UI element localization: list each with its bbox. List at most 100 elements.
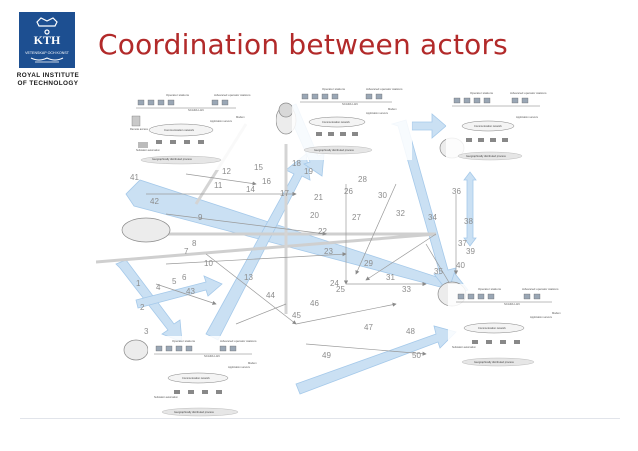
svg-text:Advanced operator stations: Advanced operator stations bbox=[366, 87, 403, 91]
svg-text:Operator stations: Operator stations bbox=[478, 287, 502, 291]
node-number: 19 bbox=[304, 167, 313, 176]
node-number: 3 bbox=[144, 327, 149, 336]
logo-text-motto: VETENSKAP OCH KONST bbox=[25, 51, 70, 55]
node-number: 28 bbox=[358, 175, 367, 184]
actor-panel-top-right: Operator stations Advanced operator stat… bbox=[446, 88, 556, 164]
node-number: 42 bbox=[150, 197, 159, 206]
node-number: 21 bbox=[314, 193, 323, 202]
actor-panel-top-left: Operator stations Advanced operator stat… bbox=[126, 90, 276, 170]
node-number: 49 bbox=[322, 351, 331, 360]
arrow-bottom-diag bbox=[295, 325, 457, 395]
node-number: 31 bbox=[386, 273, 395, 282]
svg-text:Remote access: Remote access bbox=[130, 127, 149, 131]
node-number: 25 bbox=[336, 285, 345, 294]
svg-text:SCADA LAN: SCADA LAN bbox=[204, 354, 220, 358]
actor-coordination-diagram: Operator stations Advanced operator stat… bbox=[96, 84, 568, 422]
actor-panel-bottom-right: Operator stations Advanced operator stat… bbox=[448, 284, 568, 370]
node-number: 23 bbox=[324, 247, 333, 256]
arrow-top-right bbox=[411, 113, 447, 139]
node-number: 24 bbox=[330, 279, 339, 288]
svg-text:Advanced operator stations: Advanced operator stations bbox=[522, 287, 559, 291]
node-number: 32 bbox=[396, 209, 405, 218]
svg-text:Application servers: Application servers bbox=[366, 111, 389, 115]
node-number: 46 bbox=[310, 299, 319, 308]
institution-name: ROYAL INSTITUTE OF TECHNOLOGY bbox=[6, 72, 90, 88]
node-number: 45 bbox=[292, 311, 301, 320]
svg-text:Operator stations: Operator stations bbox=[172, 339, 196, 343]
svg-text:Application servers: Application servers bbox=[228, 365, 251, 369]
node-number: 20 bbox=[310, 211, 319, 220]
node-number: 10 bbox=[204, 259, 213, 268]
svg-text:Geographically distributed pro: Geographically distributed process bbox=[174, 410, 214, 414]
svg-text:Operator stations: Operator stations bbox=[322, 87, 346, 91]
svg-text:Operator stations: Operator stations bbox=[166, 93, 190, 97]
node-number: 7 bbox=[184, 247, 189, 256]
node-number: 47 bbox=[364, 323, 373, 332]
institution-line2: OF TECHNOLOGY bbox=[17, 80, 79, 87]
node-number: 34 bbox=[428, 213, 437, 222]
svg-text:Application servers: Application servers bbox=[516, 115, 539, 119]
institution-line1: ROYAL INSTITUTE bbox=[16, 72, 80, 79]
svg-text:Operator stations: Operator stations bbox=[470, 91, 494, 95]
node-number: 18 bbox=[292, 159, 301, 168]
node-number: 33 bbox=[402, 285, 411, 294]
footer-divider bbox=[20, 418, 620, 419]
node-number: 37 bbox=[458, 239, 467, 248]
actor-panel-top-center: Operator stations Advanced operator stat… bbox=[292, 84, 412, 160]
svg-text:Advanced operator stations: Advanced operator stations bbox=[214, 93, 251, 97]
svg-text:Communication network: Communication network bbox=[164, 128, 195, 132]
node-number: 14 bbox=[246, 185, 255, 194]
node-number: 8 bbox=[192, 239, 197, 248]
node-number: 38 bbox=[464, 217, 473, 226]
node-number: 27 bbox=[352, 213, 361, 222]
node-number: 4 bbox=[156, 283, 161, 292]
svg-text:Geographically distributed pro: Geographically distributed process bbox=[474, 360, 514, 364]
svg-text:Modem: Modem bbox=[552, 311, 561, 315]
node-number: 39 bbox=[466, 247, 475, 256]
node-number: 29 bbox=[364, 259, 373, 268]
svg-text:Substation automation: Substation automation bbox=[136, 149, 160, 152]
svg-text:Advanced operator stations: Advanced operator stations bbox=[510, 91, 547, 95]
svg-text:Communication network: Communication network bbox=[182, 376, 211, 380]
svg-text:Communication network: Communication network bbox=[474, 124, 503, 128]
node-number: 26 bbox=[344, 187, 353, 196]
node-number: 6 bbox=[182, 273, 187, 282]
svg-text:Communication network: Communication network bbox=[322, 120, 351, 124]
node-number: 5 bbox=[172, 277, 177, 286]
node-number: 48 bbox=[406, 327, 415, 336]
svg-text:Communication network: Communication network bbox=[478, 326, 507, 330]
node-number: 40 bbox=[456, 261, 465, 270]
node-number: 2 bbox=[140, 303, 145, 312]
node-number: 17 bbox=[280, 189, 289, 198]
actor-panel-bottom-left: Operator stations Advanced operator stat… bbox=[148, 336, 278, 422]
node-number: 36 bbox=[452, 187, 461, 196]
node-number: 12 bbox=[222, 167, 231, 176]
node-number: 41 bbox=[130, 173, 139, 182]
svg-text:Substation automation: Substation automation bbox=[154, 396, 178, 399]
svg-text:Geographically distributed pro: Geographically distributed process bbox=[466, 154, 506, 158]
arrow-right-vertical bbox=[463, 171, 477, 247]
svg-text:SCADA LAN: SCADA LAN bbox=[504, 302, 520, 306]
node-number: 30 bbox=[378, 191, 387, 200]
arrow-diag-main bbox=[125, 179, 469, 299]
node-number: 11 bbox=[214, 181, 223, 190]
svg-text:Geographically distributed pro: Geographically distributed process bbox=[314, 148, 354, 152]
node-number: 13 bbox=[244, 273, 253, 282]
logo-text-kth: KTH bbox=[34, 33, 61, 47]
svg-text:Advanced operator stations: Advanced operator stations bbox=[220, 339, 257, 343]
node-number: 43 bbox=[186, 287, 195, 296]
svg-text:Application servers: Application servers bbox=[210, 119, 233, 123]
node-number: 22 bbox=[318, 227, 327, 236]
svg-text:SCADA LAN: SCADA LAN bbox=[342, 102, 358, 106]
node-number: 1 bbox=[136, 279, 141, 288]
node-number: 9 bbox=[198, 213, 203, 222]
svg-text:Substation automation: Substation automation bbox=[452, 346, 476, 349]
node-number: 15 bbox=[254, 163, 263, 172]
node-number: 50 bbox=[412, 351, 421, 360]
node-number: 16 bbox=[262, 177, 271, 186]
node-number: 35 bbox=[434, 267, 443, 276]
svg-text:Modem: Modem bbox=[388, 107, 397, 111]
kth-logo: KTH VETENSKAP OCH KONST bbox=[19, 12, 75, 68]
node-number: 44 bbox=[266, 291, 275, 300]
